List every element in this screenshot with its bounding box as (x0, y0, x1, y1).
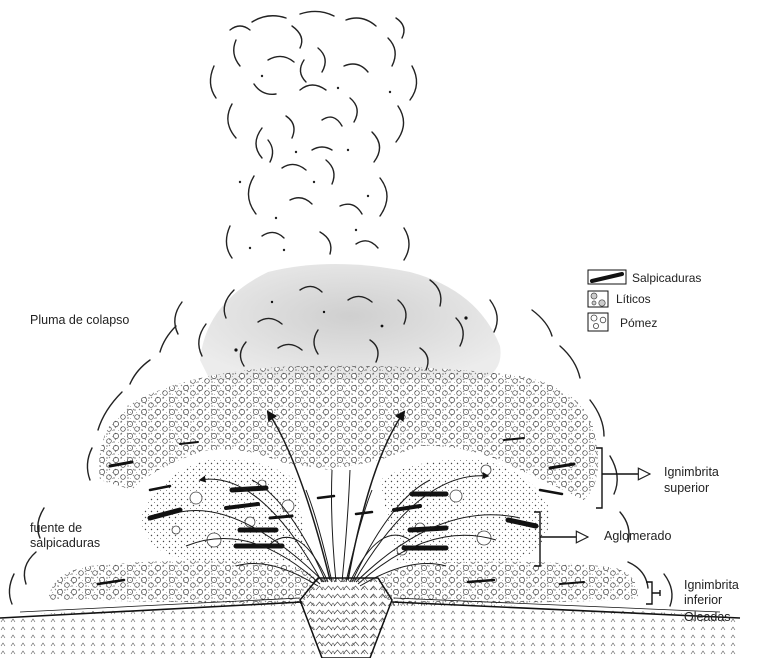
upper-ignimbrite-label-2: superior (664, 481, 709, 496)
legend-spatter-label: Salpicaduras (632, 271, 701, 285)
lithics-icon (588, 291, 608, 307)
agglomerate-label: Aglomerado (604, 529, 671, 544)
lower-ignimbrite-label-2: inferior (684, 593, 722, 608)
legend-lithics-label: Líticos (616, 292, 651, 306)
legend-pumice-label: Pómez (620, 316, 657, 330)
upper-ignimbrite-label-1: Ignimbrita (664, 465, 719, 480)
spatter-fountain-label-2: salpicaduras (30, 536, 100, 551)
surges-label: Oleadas (684, 610, 731, 625)
upper-ignimbrite-bracket (596, 448, 650, 508)
collapse-plume-label: Pluma de colapso (30, 313, 129, 328)
lower-ignimbrite-label-1: Ignimbrita (684, 578, 739, 593)
pumice-icon (588, 313, 608, 331)
spatter-icon (588, 270, 626, 284)
spatter-fountain-label-1: fuente de (30, 521, 82, 536)
column-dots (239, 75, 391, 251)
collapse-plume (200, 264, 501, 380)
convective-column (210, 11, 416, 260)
